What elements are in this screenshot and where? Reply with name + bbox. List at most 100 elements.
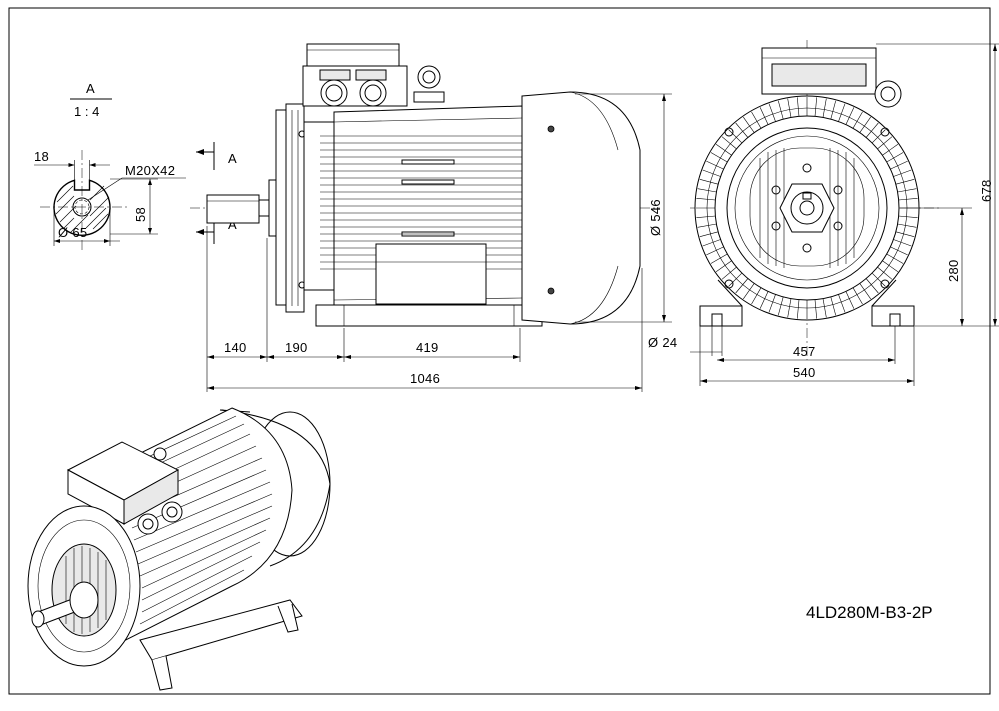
isometric-view: [27, 407, 331, 691]
iso-foot: [139, 599, 303, 661]
cable-gland-right: [359, 79, 387, 107]
fin-line: [822, 98, 827, 118]
fin-line: [696, 215, 716, 218]
shaft-section: [53, 179, 111, 236]
fin-line: [838, 103, 846, 122]
fin-line: [845, 291, 855, 309]
fin-line: [882, 144, 899, 156]
fin-line: [886, 253, 904, 264]
cut-mark-bottom: A: [228, 217, 237, 232]
fin-line: [715, 144, 732, 156]
fin-line: [898, 198, 918, 201]
end-shield: [285, 103, 305, 313]
overall-length-label: 1046: [410, 371, 440, 386]
foot-spacing-label: 419: [416, 340, 439, 355]
fin-line: [895, 179, 915, 185]
shaft-length-label: 140: [224, 340, 247, 355]
front-view: 280 678 Ø 24 457 540: [648, 40, 999, 386]
fin-line: [814, 97, 817, 117]
fan-cowl: [521, 91, 641, 325]
fin-line: [859, 283, 871, 300]
fin-line: [852, 111, 863, 129]
fin-line: [814, 299, 817, 319]
fin-line: [895, 231, 915, 237]
fin-line: [743, 283, 755, 300]
fin-line: [728, 129, 743, 144]
fin-line: [743, 116, 755, 133]
fin-line: [871, 272, 886, 287]
fin-line: [735, 122, 749, 138]
fin-line: [735, 278, 749, 294]
fin-line: [768, 103, 776, 122]
fin-line: [768, 294, 776, 313]
fin-line: [852, 287, 863, 305]
fin-line: [706, 246, 724, 256]
fin-line: [897, 223, 917, 228]
frame-height-label: Ø 546: [648, 199, 663, 236]
fin-line: [715, 260, 732, 272]
side-view: A A: [190, 43, 672, 392]
fin-line: [859, 116, 871, 133]
radial-fins: [696, 97, 918, 319]
fin-line: [696, 198, 716, 201]
fin-line: [830, 100, 836, 120]
fin-line: [706, 160, 724, 170]
fin-line: [871, 129, 886, 144]
foot-left: [699, 305, 743, 327]
fin-line: [778, 100, 784, 120]
vent-grille: [749, 147, 865, 268]
terminal-box: [302, 65, 408, 107]
fin-line: [759, 107, 769, 125]
fin-line: [845, 107, 855, 125]
fin-line: [865, 278, 879, 294]
fin-line: [702, 239, 721, 247]
fin-line: [897, 188, 917, 193]
mounting-foot: [315, 304, 543, 327]
fin-line: [830, 296, 836, 316]
base-width-label: 540: [793, 365, 816, 380]
hole-diameter-label: Ø 24: [648, 335, 677, 350]
fin-line: [697, 223, 717, 228]
fin-line: [865, 122, 879, 138]
key-width-label: 18: [34, 149, 49, 164]
fin-line: [710, 253, 728, 264]
fin-line: [787, 298, 792, 318]
fin-line: [699, 231, 719, 237]
cable-gland-front: [874, 80, 902, 108]
fin-line: [728, 272, 743, 287]
threaded-hole: [72, 197, 92, 217]
foot-span-label: 457: [793, 344, 816, 359]
shoulder-to-foot-label: 190: [285, 340, 308, 355]
sheet-border: [8, 7, 991, 695]
terminal-box-lid: [306, 43, 400, 67]
fin-line: [797, 299, 800, 319]
fin-line: [710, 152, 728, 163]
fin-line: [797, 97, 800, 117]
fin-line: [877, 266, 893, 280]
axis-height-label: 280: [946, 259, 961, 282]
depth-label: 58: [133, 207, 148, 222]
fin-line: [822, 298, 827, 318]
fin-line: [893, 169, 912, 177]
section-title: A: [86, 81, 95, 96]
fin-line: [890, 160, 908, 170]
fin-line: [702, 169, 721, 177]
lifting-eye: [417, 65, 441, 89]
fin-line: [838, 294, 846, 313]
output-shaft: [206, 194, 260, 224]
fin-line: [893, 239, 912, 247]
cable-gland-left: [320, 79, 348, 107]
fin-line: [882, 260, 899, 272]
total-height-label: 678: [979, 179, 994, 202]
fin-line: [898, 215, 918, 218]
fin-line: [778, 296, 784, 316]
fin-line: [699, 179, 719, 185]
foot-right: [871, 305, 915, 327]
fin-line: [877, 136, 893, 150]
shaft-diameter-label: Ø 65: [58, 225, 87, 240]
fin-line: [697, 188, 717, 193]
thread-label: M20X42: [125, 163, 175, 178]
fin-line: [751, 111, 762, 129]
